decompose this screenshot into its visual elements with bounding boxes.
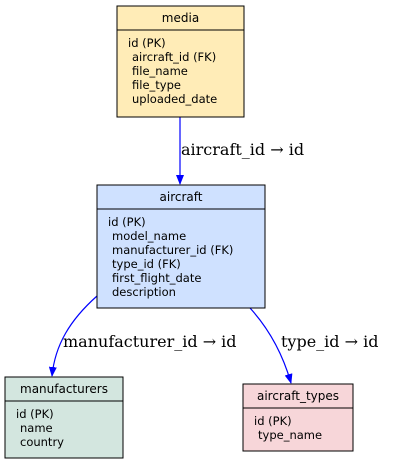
entity-media-box bbox=[116, 5, 245, 118]
entity-aircraft-types-title: aircraft_types bbox=[257, 389, 339, 403]
entity-manufacturers-title: manufacturers bbox=[20, 382, 108, 396]
entity-media-title: media bbox=[162, 11, 199, 25]
entity-media-field: file_type bbox=[132, 78, 181, 92]
relation-label-aircraft-manufacturers: manufacturer_id → id bbox=[63, 332, 237, 351]
relation-aircraft-aircraft-types: type_id → id bbox=[249, 307, 378, 384]
entity-aircraft-field: model_name bbox=[112, 229, 186, 243]
entity-manufacturers-box bbox=[4, 376, 124, 459]
entity-aircraft-field: first_flight_date bbox=[112, 271, 201, 285]
entity-media-field: id (PK) bbox=[128, 36, 166, 50]
relation-label-aircraft-aircraft-types: type_id → id bbox=[281, 332, 378, 351]
entity-media: media id (PK) aircraft_id (FK) file_name… bbox=[116, 5, 245, 118]
entity-aircraft-field: type_id (FK) bbox=[112, 257, 181, 271]
relation-edge-aircraft-manufacturers bbox=[48, 295, 98, 377]
relation-media-aircraft: aircraft_id → id bbox=[176, 117, 304, 185]
relation-label-media-aircraft: aircraft_id → id bbox=[181, 140, 304, 159]
entity-manufacturers: manufacturers id (PK) name country bbox=[4, 376, 124, 459]
entity-aircraft-types-field: id (PK) bbox=[254, 414, 292, 428]
entity-media-field: uploaded_date bbox=[132, 92, 217, 106]
entity-media-field: aircraft_id (FK) bbox=[132, 50, 216, 64]
entity-aircraft-types-field: type_name bbox=[258, 428, 322, 442]
entity-aircraft-field: manufacturer_id (FK) bbox=[112, 243, 233, 257]
entity-aircraft-types-box bbox=[242, 383, 354, 452]
entity-aircraft-box bbox=[96, 184, 266, 309]
entity-manufacturers-field: id (PK) bbox=[16, 407, 54, 421]
relation-aircraft-manufacturers: manufacturer_id → id bbox=[48, 295, 237, 377]
entity-aircraft-title: aircraft bbox=[160, 190, 203, 204]
entity-manufacturers-field: country bbox=[20, 435, 64, 449]
entity-manufacturers-field: name bbox=[20, 421, 53, 435]
entity-aircraft-field: id (PK) bbox=[108, 215, 146, 229]
entity-aircraft-types: aircraft_types id (PK) type_name bbox=[242, 383, 354, 452]
relation-edge-aircraft-aircraft-types bbox=[249, 307, 293, 384]
entity-media-field: file_name bbox=[132, 64, 188, 78]
entity-aircraft: aircraft id (PK) model_name manufacturer… bbox=[96, 184, 266, 309]
entity-aircraft-field: description bbox=[112, 285, 176, 299]
